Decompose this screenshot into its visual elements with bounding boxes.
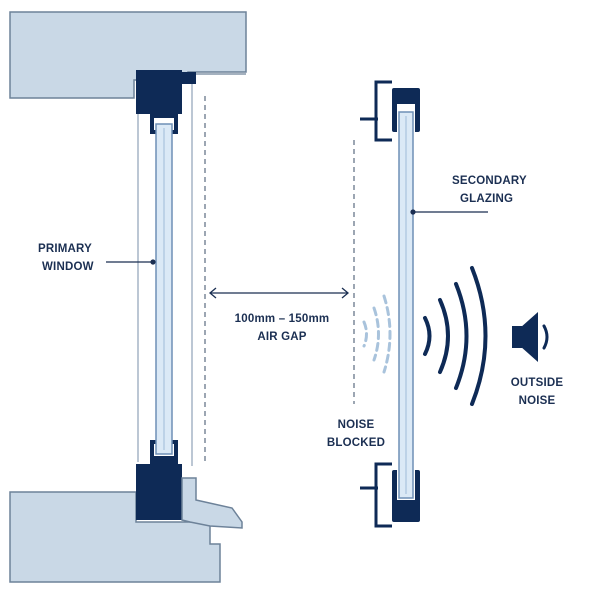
primary-window <box>136 70 243 529</box>
label-secondary-glazing: SECONDARY GLAZING <box>452 175 527 205</box>
secondary-top-bracket <box>374 80 392 142</box>
primary-top-stop <box>180 72 196 84</box>
faded-sound-waves-icon <box>362 294 392 374</box>
secondary-glazing <box>360 80 420 528</box>
svg-text:OUTSIDE: OUTSIDE <box>511 377 564 389</box>
svg-text:PRIMARY: PRIMARY <box>38 243 92 255</box>
primary-sill <box>181 477 243 529</box>
svg-text:100mm – 150mm: 100mm – 150mm <box>235 313 330 325</box>
leader-lines <box>106 209 488 265</box>
svg-text:SECONDARY: SECONDARY <box>452 175 527 187</box>
svg-text:AIR GAP: AIR GAP <box>257 331 306 343</box>
svg-text:GLAZING: GLAZING <box>460 193 513 205</box>
air-gap-arrow <box>208 287 350 299</box>
wall-top <box>9 11 247 99</box>
speaker-icon <box>512 312 549 362</box>
svg-text:BLOCKED: BLOCKED <box>327 437 385 449</box>
svg-text:NOISE: NOISE <box>338 419 375 431</box>
label-noise-blocked: NOISE BLOCKED <box>327 419 385 449</box>
svg-text:NOISE: NOISE <box>519 395 556 407</box>
air-gap-boundaries <box>204 96 355 462</box>
svg-text:WINDOW: WINDOW <box>42 261 94 273</box>
primary-frame-top <box>136 70 182 114</box>
label-air-gap: 100mm – 150mm AIR GAP <box>235 313 330 343</box>
primary-frame-bottom <box>136 464 182 520</box>
label-outside-noise: OUTSIDE NOISE <box>511 377 564 407</box>
secondary-bottom-bracket <box>374 462 392 528</box>
label-primary-window: PRIMARY WINDOW <box>38 243 94 273</box>
sound-waves-icon <box>423 266 488 406</box>
reveal-lines <box>137 73 246 466</box>
